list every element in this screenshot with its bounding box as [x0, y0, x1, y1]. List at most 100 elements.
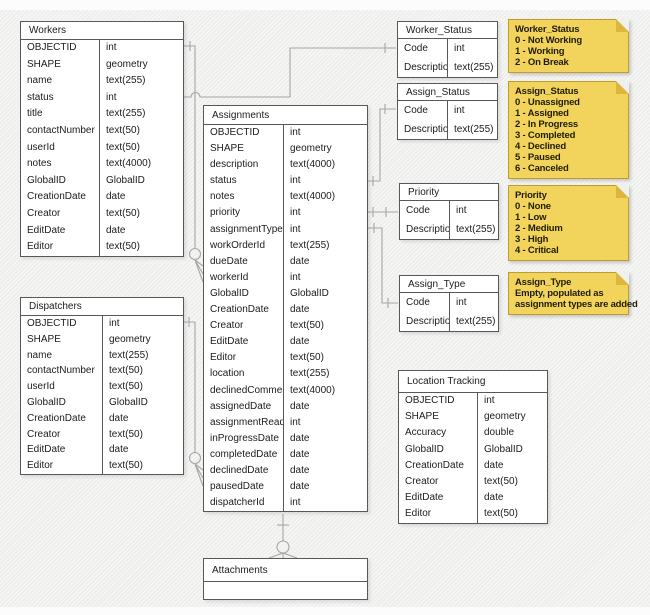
field-name: OBJECTID: [204, 125, 284, 142]
connector-assignments-priority: [368, 207, 398, 217]
entity-title: Assign_Type: [400, 276, 498, 293]
field-type: text(50): [484, 508, 518, 520]
field-type: text(50): [109, 381, 143, 393]
field-type: GlobalID: [106, 174, 145, 186]
entity-title: Priority: [400, 184, 498, 201]
field-type: geometry: [290, 143, 332, 155]
note-line: 3 - High: [515, 234, 549, 245]
field-name: Editor: [21, 239, 100, 256]
field-type: geometry: [484, 411, 526, 423]
field-name: assignmentType: [204, 221, 284, 238]
field-name: Description: [400, 220, 450, 239]
field-name: Code: [398, 39, 448, 58]
field-type: int: [290, 175, 301, 187]
field-type: date: [290, 464, 310, 476]
field-name: declinedComment: [204, 382, 284, 399]
note-line: 0 - Not Working: [515, 35, 583, 46]
field-name: CreationDate: [21, 410, 103, 427]
field-name: CreationDate: [21, 189, 100, 206]
field-type: date: [109, 444, 129, 456]
field-name: assignmentRead: [204, 414, 284, 431]
entity-field-list: CodeintDescriptiontext(255): [400, 293, 498, 331]
field-type: text(255): [106, 75, 146, 87]
field-name: Creator: [21, 426, 103, 443]
field-name: CreationDate: [204, 302, 284, 319]
note-line: 5 - Paused: [515, 152, 561, 163]
field-name: GlobalID: [204, 285, 284, 303]
table-row: pausedDate date: [204, 479, 367, 496]
field-type: int: [456, 205, 467, 216]
entity-title: Assign_Status: [398, 84, 497, 101]
field-name: name: [21, 73, 100, 90]
field-name: SHAPE: [204, 141, 284, 158]
field-name: OBJECTID: [21, 316, 103, 332]
note-line: 0 - Unassigned: [515, 97, 580, 108]
cardinality-zero-circle: [276, 540, 290, 554]
connector-dispatchers-assignments: [184, 317, 204, 487]
entity-assign-type: Assign_Type CodeintDescriptiontext(255): [399, 275, 499, 332]
page-margin-top: [0, 0, 650, 10]
entity-field-list: CodeintDescriptiontext(255): [400, 201, 498, 239]
table-row: GlobalID GlobalID: [399, 441, 547, 458]
field-type: date: [484, 459, 504, 471]
entity-title: Dispatchers: [21, 298, 183, 316]
field-type: double: [484, 427, 515, 439]
field-type: text(50): [106, 141, 140, 153]
field-type: text(4000): [290, 159, 336, 171]
field-name: Creator: [204, 318, 284, 335]
field-name: GlobalID: [399, 441, 478, 458]
cardinality-zero-circle: [188, 247, 202, 261]
field-type: date: [290, 481, 310, 493]
entity-title: Workers: [21, 22, 183, 40]
field-type: GlobalID: [109, 396, 148, 408]
field-name: CreationDate: [399, 457, 478, 474]
field-name: workOrderId: [204, 237, 284, 254]
field-type: int: [290, 497, 301, 509]
field-name: pausedDate: [204, 479, 284, 496]
field-type: text(255): [290, 239, 330, 251]
field-type: text(4000): [290, 384, 336, 396]
field-type: date: [290, 336, 310, 348]
field-type: int: [454, 105, 465, 116]
table-row: SHAPE geometry: [204, 141, 367, 158]
field-name: Code: [400, 293, 450, 312]
field-type: text(255): [456, 224, 496, 235]
entity-title: Assignments: [204, 106, 367, 125]
field-type: int: [290, 271, 301, 283]
field-name: contactNumber: [21, 122, 100, 140]
field-name: notes: [21, 156, 100, 173]
field-name: Editor: [399, 506, 478, 523]
crows-foot: [194, 463, 204, 487]
entity-priority: Priority CodeintDescriptiontext(255): [399, 183, 499, 240]
field-name: name: [21, 347, 103, 364]
table-row: declinedComment text(4000): [204, 382, 367, 399]
table-row: name text(255): [21, 73, 183, 90]
table-row: CreationDate date: [399, 457, 547, 474]
field-type: GlobalID: [484, 443, 523, 455]
entity-title: Worker_Status: [398, 22, 497, 39]
